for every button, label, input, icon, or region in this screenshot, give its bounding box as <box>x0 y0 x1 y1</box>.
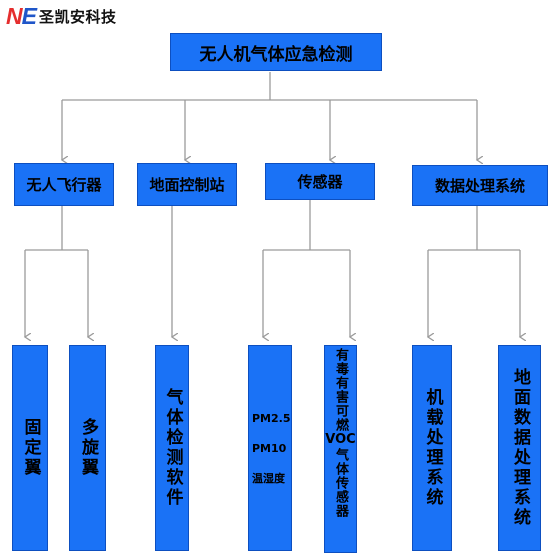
leaf-onboard-processing: 机载处理系统 <box>412 345 452 551</box>
category-ground-station-label: 地面控制站 <box>149 176 225 194</box>
root-node: 无人机气体应急检测 <box>170 33 382 71</box>
category-sensor: 传感器 <box>265 163 375 200</box>
logo-mark: NE <box>6 2 37 29</box>
category-sensor-label: 传感器 <box>297 173 343 191</box>
leaf-multi-rotor-label: 多旋翼 <box>78 418 98 478</box>
toxic-gas-label-top: 有毒有害可燃 <box>333 348 348 432</box>
category-ground-station: 地面控制站 <box>137 163 237 206</box>
root-node-label: 无人机气体应急检测 <box>199 44 353 65</box>
category-uav-label: 无人飞行器 <box>26 176 102 194</box>
logo-text: 圣凯安科技 <box>38 7 117 26</box>
logo-mark-n: N <box>6 2 23 29</box>
leaf-ground-data-processing: 地面数据处理系统 <box>498 345 541 551</box>
leaf-onboard-processing-label: 机载处理系统 <box>422 388 443 508</box>
leaf-pm-sensors: PM2.5 PM10 温湿度 <box>248 345 292 551</box>
category-data-system: 数据处理系统 <box>412 165 548 206</box>
leaf-toxic-gas-sensor: 有毒有害可燃 VOC 气体传感器 <box>324 345 357 553</box>
leaf-fixed-wing: 固定翼 <box>12 345 48 551</box>
sensor-item-list: PM2.5 PM10 温湿度 <box>252 413 291 484</box>
leaf-gas-software-label: 气体检测软件 <box>162 388 183 508</box>
toxic-gas-label-voc: VOC <box>325 432 356 447</box>
leaf-gas-software: 气体检测软件 <box>155 345 189 551</box>
leaf-fixed-wing-label: 固定翼 <box>20 418 41 478</box>
sensor-item-temp-humidity: 温湿度 <box>252 471 285 485</box>
category-data-system-label: 数据处理系统 <box>434 177 525 195</box>
sensor-item-pm10: PM10 <box>252 441 287 455</box>
toxic-gas-label-bottom: 气体传感器 <box>333 447 348 518</box>
company-logo: NE 圣凯安科技 <box>6 2 116 30</box>
sensor-item-pm25: PM2.5 <box>252 411 291 425</box>
category-uav: 无人飞行器 <box>14 163 114 206</box>
logo-mark-e: E <box>21 2 37 29</box>
toxic-gas-label-stack: 有毒有害可燃 VOC 气体传感器 <box>325 348 355 518</box>
leaf-multi-rotor: 多旋翼 <box>69 345 106 551</box>
leaf-ground-data-processing-label: 地面数据处理系统 <box>510 368 530 528</box>
